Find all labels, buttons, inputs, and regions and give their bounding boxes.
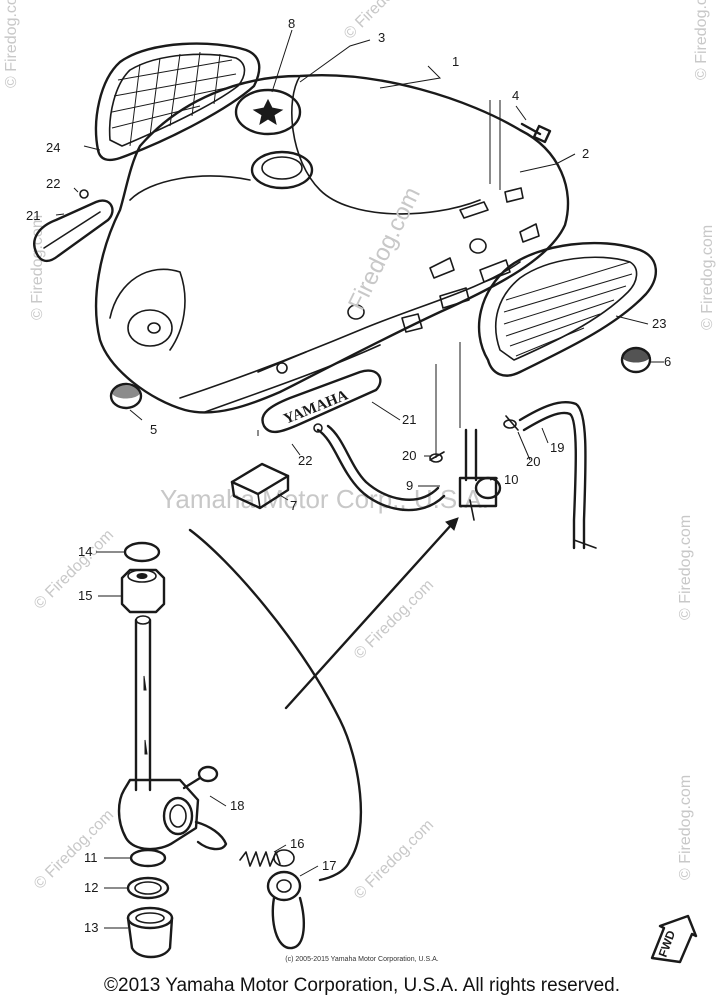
watermark-right-upper: © Firedog.com <box>699 225 716 330</box>
knee-grip-23 <box>477 241 657 377</box>
petcock-enlarged <box>117 541 305 959</box>
lever-17 <box>266 870 305 950</box>
callout-leaders <box>55 29 664 929</box>
assembly-leaders <box>257 100 501 458</box>
callout-2: 2 <box>582 146 589 161</box>
callout-6: 6 <box>664 354 671 369</box>
fuel-hose-9 <box>313 423 446 512</box>
filler-cap-8 <box>234 88 302 136</box>
watermark-right-lower: © Firedog.com <box>677 775 694 880</box>
callout-15: 15 <box>78 588 92 603</box>
callout-1: 1 <box>452 54 459 69</box>
callout-numbers: 1 2 3 4 5 6 7 8 9 10 11 12 13 14 15 16 1… <box>26 16 671 935</box>
emblem-21-upper <box>33 189 114 263</box>
emblem-21-lower: YAMAHA <box>257 351 382 434</box>
callout-24: 24 <box>46 140 60 155</box>
callout-21-lower: 21 <box>402 412 416 427</box>
bolt-4 <box>520 122 552 144</box>
callout-3: 3 <box>378 30 385 45</box>
callout-20-left: 20 <box>402 448 416 463</box>
callout-5: 5 <box>150 422 157 437</box>
callout-12: 12 <box>84 880 98 895</box>
fuel-cock-10 <box>458 428 502 521</box>
watermark-left-middle: © Firedog.com <box>31 526 117 612</box>
callout-11: 11 <box>84 850 98 865</box>
watermark-center-lower: © Firedog.com <box>351 816 437 902</box>
fwd-label: FWD <box>656 928 679 959</box>
callout-22-lower: 22 <box>298 453 312 468</box>
clip-20-left <box>429 451 445 463</box>
callout-9: 9 <box>406 478 413 493</box>
damper-5 <box>109 382 143 410</box>
screw-18 <box>182 765 219 790</box>
clip-20-right <box>503 415 519 431</box>
washer-14 <box>123 541 161 563</box>
callout-22-upper: 22 <box>46 176 60 191</box>
watermark-top-left: © Firedog.com <box>3 0 20 88</box>
small-copyright-notice: (c) 2005-2015 Yamaha Motor Corporation, … <box>285 956 439 963</box>
callout-19: 19 <box>550 440 564 455</box>
callout-21-upper: 21 <box>26 208 40 223</box>
knee-grip-24 <box>94 42 261 162</box>
damper-6 <box>620 346 652 374</box>
nut-15 <box>120 568 166 614</box>
watermark-left-lower: © Firedog.com <box>31 806 117 892</box>
callout-23: 23 <box>652 316 666 331</box>
callout-18: 18 <box>230 798 244 813</box>
watermark-left-upper: © Firedog.com <box>29 215 46 320</box>
callout-17: 17 <box>322 858 336 873</box>
enlarged-view-bracket <box>188 528 363 882</box>
watermark-top-right: © Firedog.com <box>693 0 710 80</box>
hose-clip-7 <box>230 462 290 510</box>
callout-20-right: 20 <box>526 454 540 469</box>
watermark-company: Yamaha Motor Corp., U.S.A. <box>160 484 489 514</box>
watermark-right-middle: © Firedog.com <box>677 515 694 620</box>
callout-8: 8 <box>288 16 295 31</box>
strainer-cup-13 <box>126 906 174 959</box>
vent-hose-19 <box>518 401 597 550</box>
gasket-11 <box>129 848 167 868</box>
copyright-notice: ©2013 Yamaha Motor Corporation, U.S.A. A… <box>104 975 620 996</box>
callout-13: 13 <box>84 920 98 935</box>
spring-16 <box>239 849 295 867</box>
callout-14: 14 <box>78 544 92 559</box>
callout-16: 16 <box>290 836 304 851</box>
callout-7: 7 <box>290 498 297 513</box>
o-ring-12 <box>126 876 170 900</box>
watermark-tank: Firedog.com <box>343 183 426 315</box>
yamaha-badge-text: YAMAHA <box>282 387 351 427</box>
callout-10: 10 <box>504 472 518 487</box>
reference-arrow <box>284 517 459 710</box>
callout-4: 4 <box>512 88 519 103</box>
